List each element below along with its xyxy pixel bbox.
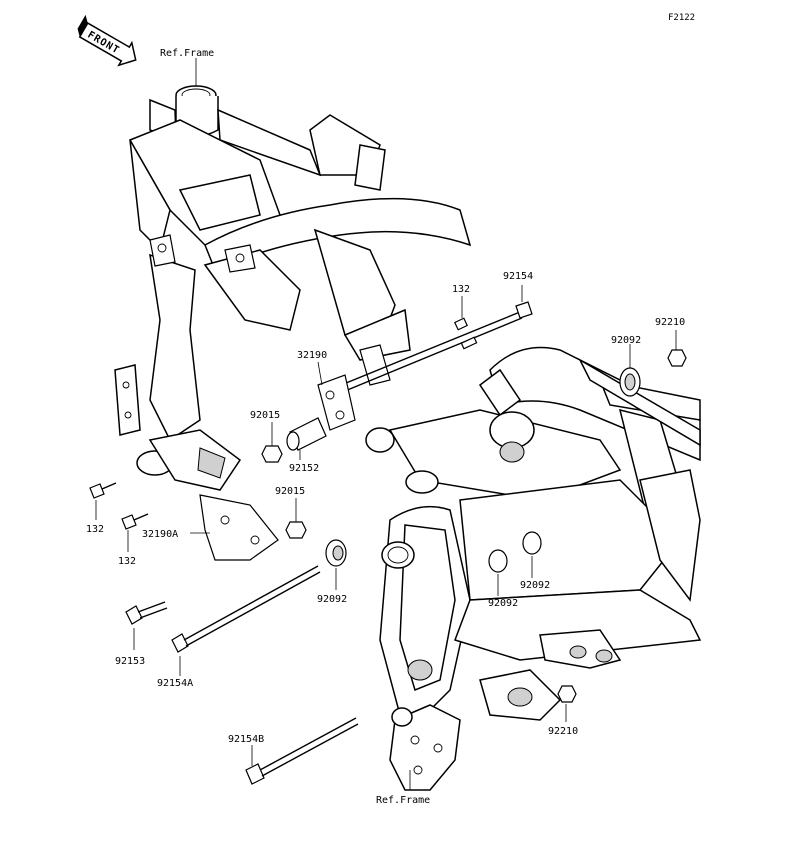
nut-92015-upper bbox=[261, 445, 283, 463]
label-92015-upper: 92015 bbox=[250, 410, 280, 421]
label-32190: 32190 bbox=[297, 350, 327, 361]
collar-92152 bbox=[286, 417, 327, 451]
label-ref-frame-bottom: Ref.Frame bbox=[376, 795, 430, 806]
label-92092-mid: 92092 bbox=[317, 594, 347, 605]
label-ref-frame-top: Ref.Frame bbox=[160, 48, 214, 59]
frame-right bbox=[365, 346, 702, 791]
label-92210-upper: 92210 bbox=[655, 317, 685, 328]
label-132-left2: 132 bbox=[118, 556, 136, 567]
bolt-92153 bbox=[125, 601, 168, 625]
bracket-32190a bbox=[199, 494, 279, 561]
figure-code: F2122 bbox=[668, 13, 695, 23]
bolt-92154 bbox=[323, 301, 533, 399]
label-92154-upper: 92154 bbox=[503, 271, 533, 282]
frame-bushing-right bbox=[488, 531, 542, 573]
label-132-upper: 132 bbox=[452, 284, 470, 295]
label-92152: 92152 bbox=[289, 463, 319, 474]
label-92210-lower: 92210 bbox=[548, 726, 578, 737]
bolt-132-upper bbox=[453, 317, 478, 350]
label-92092-right1: 92092 bbox=[520, 580, 550, 591]
frame-left bbox=[114, 85, 472, 491]
label-92153: 92153 bbox=[115, 656, 145, 667]
leader-lines bbox=[95, 58, 677, 790]
nut-92210-lower bbox=[557, 685, 577, 703]
bushing-92092-upper bbox=[619, 367, 641, 397]
label-92154b: 92154B bbox=[228, 734, 264, 745]
nut-92015-lower bbox=[285, 521, 307, 539]
label-92154a: 92154A bbox=[157, 678, 193, 689]
label-92015-lower: 92015 bbox=[275, 486, 305, 497]
nut-92210-upper bbox=[667, 349, 687, 367]
label-92092-upper: 92092 bbox=[611, 335, 641, 346]
bolt-132-left1 bbox=[89, 482, 117, 499]
bolt-92154b bbox=[245, 717, 359, 785]
bracket-32190 bbox=[317, 374, 356, 431]
bushing-92092-mid bbox=[325, 539, 347, 567]
label-132-left1: 132 bbox=[86, 524, 104, 535]
bolt-92154a bbox=[171, 565, 321, 653]
label-32190a: 32190A bbox=[142, 529, 178, 540]
label-92092-right2: 92092 bbox=[488, 598, 518, 609]
front-arrow-icon: FRONT bbox=[77, 14, 137, 67]
bolt-132-left2 bbox=[121, 513, 149, 530]
